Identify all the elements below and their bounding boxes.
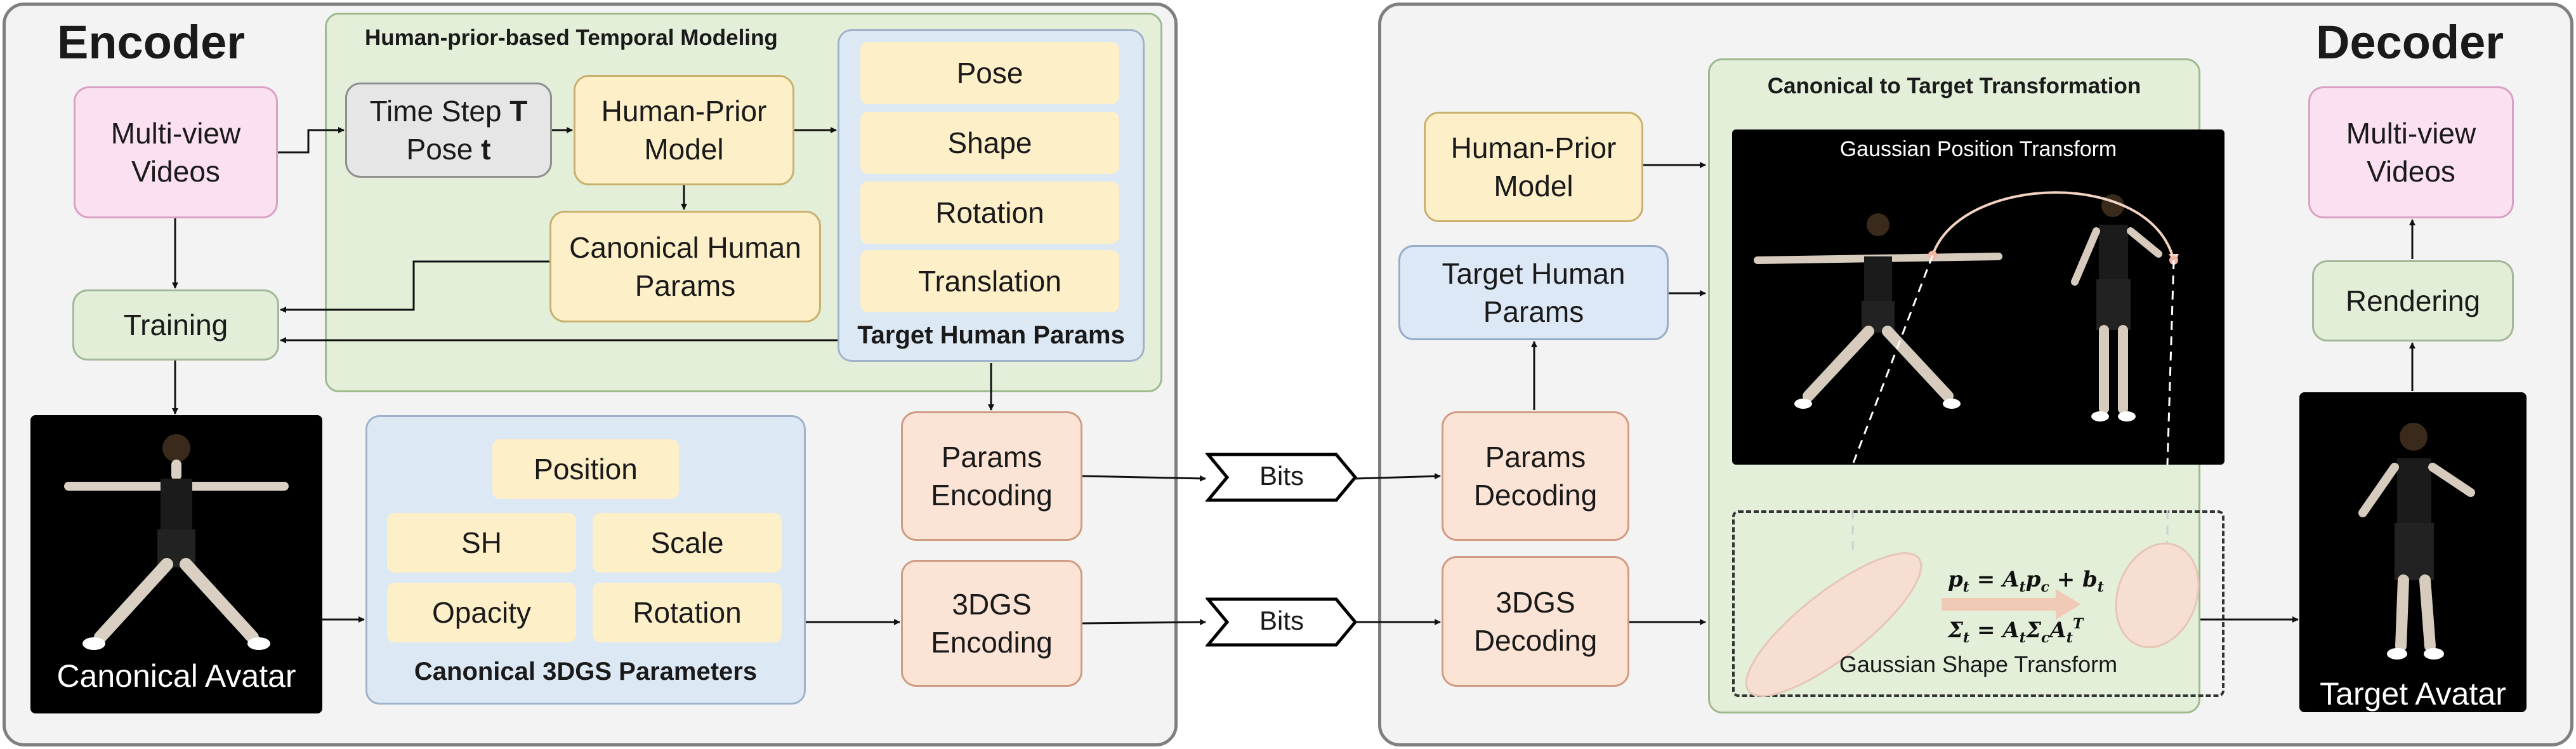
- svg-text:Σt = AtΣcAtT: Σt = AtΣcAtT: [1947, 616, 2084, 646]
- shape-transform-gaussian-ellipsoid-icon: pt = Atpc + bt Σt = AtΣcAtT: [1745, 510, 2200, 697]
- target-avatar-figure-icon: [2358, 423, 2475, 660]
- encoder-multiview-videos: Multi-view Videos: [74, 86, 278, 218]
- shape-transform-region: [1732, 510, 2224, 697]
- encoder-title: Encoder: [57, 16, 246, 69]
- canonical-to-target-title: Canonical to Target Transformation: [1767, 74, 2141, 98]
- target-avatar-label: Target Avatar: [2320, 676, 2506, 712]
- target-params-title: Target Human Params: [857, 321, 1125, 349]
- canonical-avatar-figure-icon: [64, 434, 289, 650]
- position-transform-label: Gaussian Position Transform: [1839, 137, 2117, 161]
- bits-tag-1: [1206, 453, 1358, 502]
- target-param-rotation: Rotation: [860, 182, 1119, 244]
- canonical-3dgs-title: Canonical 3DGS Parameters: [414, 658, 758, 686]
- bits-label-1: Bits: [1259, 461, 1304, 491]
- canonical-human-params: Canonical Human Params: [549, 211, 821, 322]
- decoder-target-human-params: Target Human Params: [1398, 245, 1669, 340]
- decoder-multiview-videos: Multi-view Videos: [2308, 86, 2514, 218]
- decoder-title: Decoder: [2316, 16, 2504, 69]
- temporal-modeling-title: Human-prior-based Temporal Modeling: [365, 25, 778, 50]
- target-param-pose: Pose: [860, 42, 1119, 104]
- svg-text:pt = Atpc + bt: pt = Atpc + bt: [1948, 567, 2104, 595]
- time-step-label: Time Step: [369, 95, 510, 128]
- bits-tag-2: [1206, 597, 1358, 647]
- position-transform-panel: [1732, 129, 2224, 465]
- gs-opacity: Opacity: [387, 583, 576, 642]
- pose-symbol: t: [481, 133, 491, 166]
- 3dgs-decoding: 3DGS Decoding: [1442, 556, 1629, 687]
- gs-scale: Scale: [593, 513, 782, 573]
- position-transform-figures-icon: [1754, 191, 2179, 465]
- shape-transform-label: Gaussian Shape Transform: [1839, 651, 2118, 677]
- params-encoding: Params Encoding: [901, 411, 1082, 541]
- training-box: Training: [72, 289, 279, 361]
- 3dgs-encoding: 3DGS Encoding: [901, 560, 1082, 687]
- pose-label: Pose: [406, 133, 482, 166]
- gs-position: Position: [492, 439, 679, 499]
- canonical-avatar-label: Canonical Avatar: [56, 658, 296, 694]
- bits-label-2: Bits: [1259, 606, 1304, 635]
- decoder-human-prior-model: Human-Prior Model: [1424, 112, 1643, 222]
- time-step-symbol: T: [509, 95, 528, 128]
- target-param-shape: Shape: [860, 112, 1119, 174]
- gs-sh: SH: [387, 513, 576, 573]
- encoder-human-prior-model: Human-Prior Model: [574, 75, 794, 185]
- params-decoding: Params Decoding: [1442, 411, 1629, 541]
- time-step-pose-box: Time Step T Pose t: [345, 83, 552, 178]
- rendering-box: Rendering: [2312, 260, 2514, 341]
- gs-rotation: Rotation: [593, 583, 782, 642]
- target-param-translation: Translation: [860, 250, 1119, 312]
